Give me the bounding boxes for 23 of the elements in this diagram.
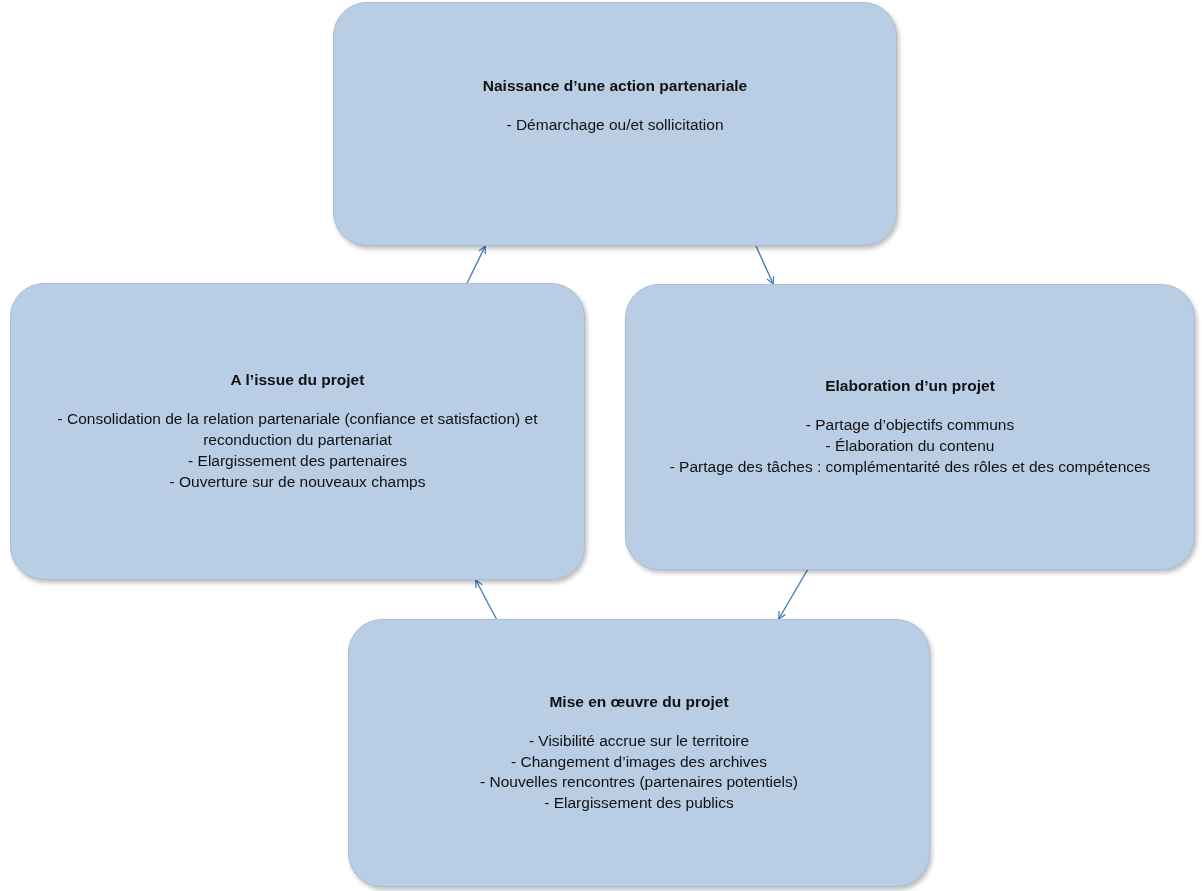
bullet-text: - Changement d’images des archives <box>511 751 767 772</box>
bullet-text: - Partage des tâches : complémentarité des rôles et des compétences <box>669 456 1151 477</box>
bullet-text: - Ouverture sur de nouveaux champs <box>169 471 426 492</box>
bullet-text: - Visibilité accrue sur le territoire <box>528 730 750 751</box>
bullet-text: - Démarchage ou/et sollicitation <box>506 115 724 135</box>
bullet-text: - Nouvelles rencontres (partenaires potentiels) <box>480 772 798 793</box>
box-heading: Naissance d’une action partenariale <box>482 76 748 97</box>
box-heading: Elaboration d’un projet <box>825 376 995 397</box>
bullet-text: - Elargissement des partenaires <box>188 450 407 471</box>
bullet-text: - Elargissement des publics <box>544 793 734 814</box>
arrow <box>475 579 498 620</box>
rounded-box <box>10 283 585 580</box>
bullet-text: - Élaboration du contenu <box>825 436 995 456</box>
rounded-box <box>625 284 1195 570</box>
box-heading: A l’issue du projet <box>230 370 365 391</box>
bullet-text: - Partage d’objectifs communs <box>805 415 1015 436</box>
arrow <box>755 245 775 285</box>
rounded-box <box>348 619 930 887</box>
arrow <box>777 569 809 620</box>
rounded-box <box>333 2 897 246</box>
arrow <box>466 245 486 284</box>
box-heading: Mise en œuvre du projet <box>549 691 729 712</box>
bullet-text: - Consolidation de la relation partenariale (confiance et satisfaction) et reconduction du partenariat <box>56 409 539 451</box>
